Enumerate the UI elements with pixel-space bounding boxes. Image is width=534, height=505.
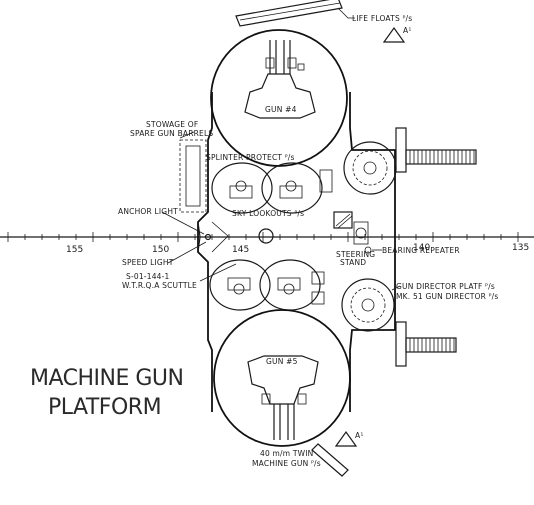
- steering-stand-label-2: STAND: [340, 258, 366, 267]
- section-mark-bottom: [334, 430, 358, 447]
- leader-anchor-light: [161, 211, 205, 235]
- sky-lookouts-label: SKY LOOKOUTS ᴾ/s: [232, 209, 304, 218]
- section-mark-bottom-label: A¹: [355, 431, 364, 440]
- scuttle-label-1: S-01-144-1: [126, 272, 170, 281]
- section-mark-top-label: A¹: [403, 26, 412, 35]
- platform-outline: [197, 92, 396, 412]
- title-line-2: PLATFORM: [48, 395, 161, 420]
- section-mark-top: [382, 26, 406, 43]
- stowage-label-2: SPARE GUN BARRELS: [130, 129, 213, 138]
- leader-scuttle: [199, 263, 237, 282]
- stowage-label-1: STOWAGE OF: [146, 120, 198, 129]
- frame-label-150: 150: [152, 245, 169, 255]
- ladder-upper-right: [395, 127, 477, 173]
- scuttle-label-2: W.T.R.Q.A SCUTTLE: [122, 281, 197, 290]
- leader-life-floats: [337, 7, 355, 19]
- anchor-light-label: ANCHOR LIGHT: [118, 207, 178, 216]
- splinter-protect-label: SPLINTER PROTECT ᴾ/s: [206, 153, 295, 162]
- leader-stowage: [179, 131, 195, 139]
- twin-mg-label-2: MACHINE GUN ᴾ/s: [252, 459, 321, 468]
- sky-lookout-lower: [209, 259, 325, 311]
- speed-light-label: SPEED LIGHT: [122, 258, 174, 267]
- gun-5-label: GUN #5: [266, 357, 298, 366]
- steering-stand-label-1: STEERING: [336, 250, 375, 259]
- leader-gun-director: [391, 285, 401, 291]
- spare-barrel-stowage: [179, 139, 207, 213]
- gun-director-lower: [341, 278, 395, 332]
- life-float-top: [235, 0, 343, 27]
- gun-4-label: GUN #4: [265, 105, 297, 114]
- frame-label-145: 145: [232, 245, 249, 255]
- frame-label-155: 155: [66, 245, 83, 255]
- mk51-label: MK. 51 GUN DIRECTOR ᴾ/s: [396, 292, 499, 301]
- twin-mg-label-1: 40 m/m TWIN: [260, 449, 313, 458]
- bearing-repeater-label: BEARING REPEATER: [382, 246, 460, 255]
- center-features: [211, 211, 372, 254]
- frame-label-135: 135: [512, 243, 529, 253]
- leader-speed-light: [167, 241, 207, 264]
- anchor-light: [204, 233, 212, 241]
- life-floats-label: LIFE FLOATS ᴾ/s: [352, 14, 412, 23]
- gun-director-platf-label: GUN DIRECTOR PLATF ᴾ/s: [396, 282, 495, 291]
- ladder-lower-right: [395, 321, 457, 367]
- sky-lookout-upper: [211, 162, 333, 214]
- frame-centerline: [0, 232, 534, 242]
- gun-5-tub: [213, 309, 351, 447]
- frame-label-140: 140: [413, 243, 430, 253]
- gun-4-tub: [210, 29, 348, 167]
- life-float-bottom: [311, 443, 349, 477]
- title-line-1: MACHINE GUN: [30, 366, 184, 391]
